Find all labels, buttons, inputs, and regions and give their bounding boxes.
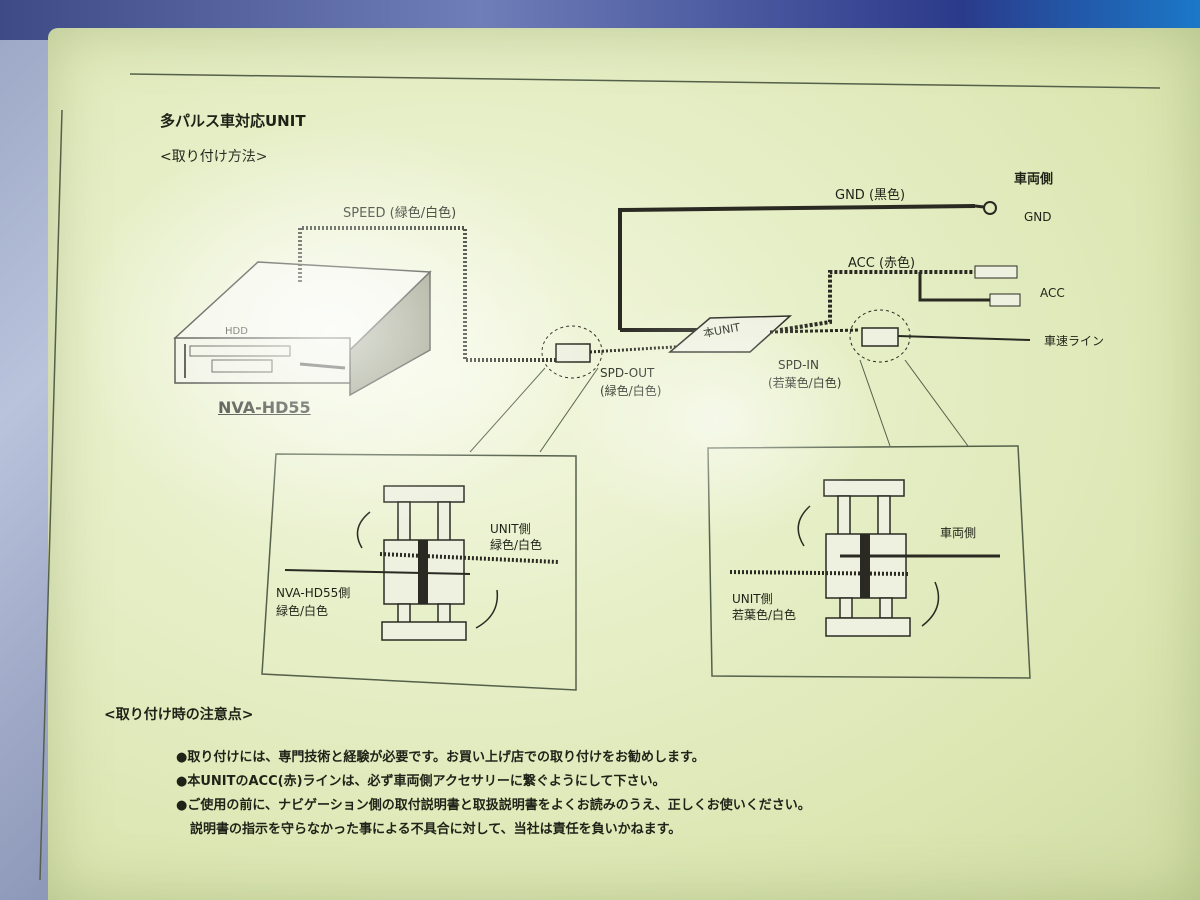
- gnd-wire: [618, 204, 976, 330]
- callout-line: [859, 359, 891, 447]
- note-item: ●取り付けには、専門技術と経験が必要です。お買い上げ店での取り付けをお勧めします…: [176, 750, 705, 765]
- acc-terminals: [974, 265, 1021, 307]
- device-model-label: NVA-HD55: [218, 398, 311, 417]
- left-device-side-label: NVA-HD55側: [276, 586, 351, 600]
- callout-line: [904, 359, 969, 447]
- vehicle-side-label: 車両側: [1014, 172, 1054, 187]
- gnd-terminal: [974, 201, 997, 215]
- callout-line: [469, 367, 546, 453]
- device-front-label: HDD: [225, 326, 248, 337]
- sheet-border-top: [129, 73, 1161, 89]
- acc-label: ACC: [1040, 286, 1065, 300]
- vehicle-speed-wire: [897, 335, 1031, 341]
- nva-hd55-device: [173, 261, 432, 397]
- rotate-arrow-icon: [356, 511, 371, 549]
- unit-wire-left: [379, 552, 559, 564]
- unit-wire-right: [729, 570, 911, 576]
- detail-box-right: [707, 445, 1031, 679]
- rotate-arrow-icon: [797, 505, 811, 547]
- connector-detail-right: [823, 479, 911, 637]
- spd-in-color-label: (若葉色/白色): [768, 376, 842, 390]
- note-item: ●ご使用の前に、ナビゲーション側の取付説明書と取扱説明書をよくお読みのうえ、正し…: [176, 798, 811, 813]
- left-device-color-label: 緑色/白色: [276, 604, 329, 618]
- page-title: 多パルス車対応UNIT: [160, 112, 306, 130]
- spd-in-label: SPD-IN: [778, 358, 819, 372]
- callout-line: [539, 367, 599, 453]
- right-unit-side-label: UNIT側: [732, 592, 773, 606]
- gnd-label: GND: [1024, 210, 1052, 224]
- note-item: 説明書の指示を守らなかった事による不具合に対して、当社は責任を負いかねます。: [190, 822, 682, 837]
- spd-in-connector: [861, 327, 899, 347]
- spd-out-color-label: (緑色/白色): [600, 384, 662, 398]
- section-heading-method: <取り付け方法>: [160, 149, 268, 165]
- speed-wire-label: SPEED (緑色/白色): [343, 206, 457, 221]
- left-unit-color-label: 緑色/白色: [490, 538, 543, 552]
- speed-line-label: 車速ライン: [1044, 334, 1105, 348]
- rotate-arrow-icon: [475, 589, 499, 629]
- acc-wire-label: ACC (赤色): [848, 256, 916, 271]
- left-unit-side-label: UNIT側: [490, 522, 531, 536]
- rotate-arrow-icon: [921, 581, 940, 627]
- device-wire-left: [284, 569, 471, 575]
- right-vehicle-side-label: 車両側: [940, 526, 977, 540]
- gnd-wire-label: GND (黒色): [835, 188, 906, 203]
- sheet-border-left: [39, 109, 63, 881]
- spd-out-label: SPD-OUT: [600, 366, 655, 380]
- note-item: ●本UNITのACC(赤)ラインは、必ず車両側アクセサリーに繋ぐようにして下さい…: [176, 774, 666, 789]
- connector-detail-left: [381, 485, 467, 641]
- right-unit-color-label: 若葉色/白色: [732, 608, 797, 622]
- spd-out-connector: [555, 343, 591, 363]
- section-heading-notes: <取り付け時の注意点>: [104, 707, 254, 723]
